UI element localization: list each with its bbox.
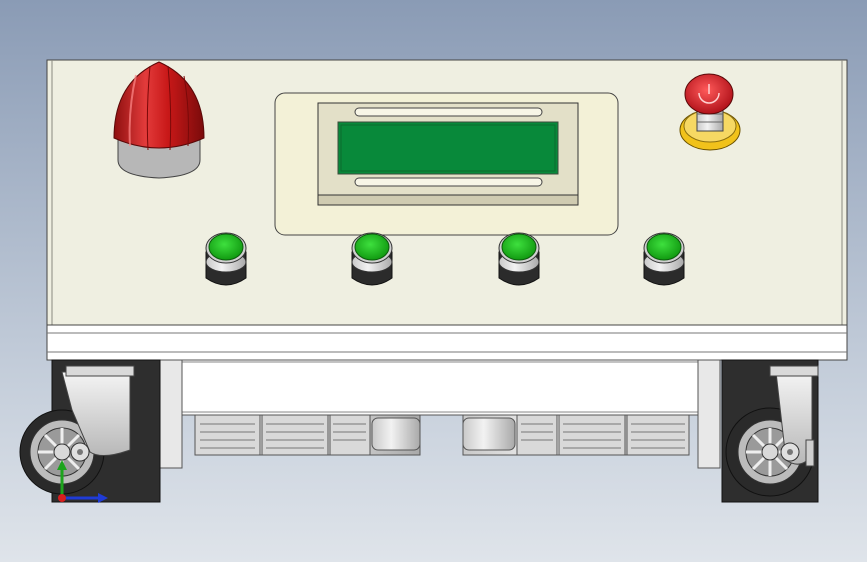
lcd-display [274,92,619,236]
left-motor [194,414,421,456]
coordinate-triad-icon [57,460,108,503]
warning-beacon-icon[interactable] [113,61,205,179]
green-button-2[interactable] [351,232,393,286]
emergency-stop-icon[interactable] [679,73,741,151]
left-caster-wheel [19,359,161,503]
green-button-4[interactable] [643,232,685,286]
chassis-frame [159,359,721,469]
right-caster-wheel [721,359,819,503]
green-button-3[interactable] [498,232,540,286]
green-button-1[interactable] [205,232,247,286]
right-motor [462,414,690,456]
